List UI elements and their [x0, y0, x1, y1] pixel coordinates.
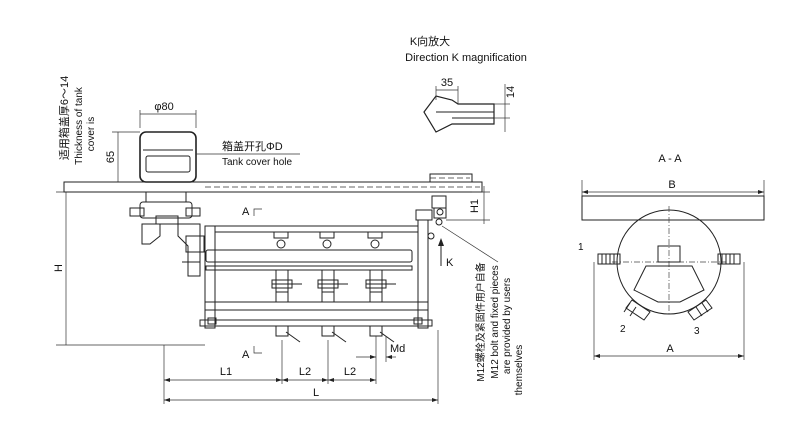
section-a-top: A — [242, 206, 250, 218]
frame-left-post — [204, 225, 216, 329]
dim-H-group: H — [53, 191, 205, 346]
cover-thickness-note: 适用箱盖厚6～14 Thickness of tank cover is — [57, 76, 97, 192]
terminal-3: 3 — [687, 299, 713, 337]
contact-stack-2 — [317, 231, 348, 343]
bolt-note-en-2: are provided by users — [502, 278, 513, 374]
k-detail-bracket — [423, 95, 495, 133]
dim-L-group: L1 L2 L2 L — [163, 330, 439, 404]
bevel-shaft — [141, 223, 161, 245]
dim-L2-b: L2 — [344, 366, 356, 378]
section-a-a-view: A - A B 1 — [578, 153, 765, 360]
terminal-2: 2 — [620, 299, 651, 335]
terminal-2-label: 2 — [620, 324, 626, 335]
dim-B: B — [668, 179, 675, 191]
cover-thickness-en-2: cover is — [86, 117, 97, 151]
dim-L1: L1 — [220, 366, 232, 378]
drive-head-cap — [139, 131, 197, 183]
bolt-note-en-1: M12 bolt and fixed pieces — [490, 265, 501, 378]
tank-cover — [63, 181, 483, 193]
terminal-right — [717, 253, 741, 265]
k-view-arrow: K — [438, 238, 454, 269]
bolt-note: M12螺栓及紧固件用户自备 M12 bolt and fixed pieces … — [441, 225, 525, 396]
k-arrow-label: K — [446, 257, 454, 269]
section-plate — [581, 195, 765, 221]
dim-H: H — [53, 264, 65, 272]
dim-Md-group: Md — [356, 336, 405, 362]
dim-A: A — [666, 343, 674, 355]
dim-phi80: φ80 — [154, 101, 173, 113]
dim-L2-a: L2 — [299, 366, 311, 378]
cover-thickness-en-1: Thickness of tank — [74, 86, 85, 165]
hole-note-en: Tank cover hole — [222, 157, 292, 168]
dim-H1-group: H1 — [446, 186, 490, 224]
terminal-3-label: 3 — [694, 326, 700, 337]
bolt-note-cn: M12螺栓及紧固件用户自备 — [474, 262, 487, 381]
k-view-title-cn: K向放大 — [410, 34, 450, 48]
frame-right-post — [417, 219, 429, 329]
k-view-title-en: Direction K magnification — [405, 52, 527, 64]
contact-stack-1 — [271, 231, 302, 343]
k-direction-detail: K向放大 Direction K magnification 35 14 — [405, 34, 527, 133]
horizontal-shaft — [205, 249, 413, 263]
dim-65: 65 — [105, 151, 117, 163]
dim-Md: Md — [390, 343, 405, 355]
bolt-note-en-3: themselves — [514, 345, 525, 396]
cover-thickness-cn: 适用箱盖厚6～14 — [57, 76, 71, 160]
section-title: A - A — [658, 153, 682, 165]
dim-H1: H1 — [469, 199, 481, 213]
section-a-bottom: A — [242, 349, 250, 361]
hole-note-cn: 箱盖开孔ΦD — [222, 139, 283, 153]
frame-bottom-bar — [204, 301, 429, 311]
dim-L: L — [313, 387, 319, 399]
dim-35: 35 — [441, 77, 453, 89]
terminal-1: 1 — [578, 242, 621, 265]
tap-changer-front-view: φ80 65 箱盖开孔ΦD Tank cover hole A — [63, 101, 483, 361]
terminal-1-label: 1 — [578, 242, 584, 253]
cover-flange — [429, 173, 473, 183]
dim-14: 14 — [505, 86, 517, 98]
